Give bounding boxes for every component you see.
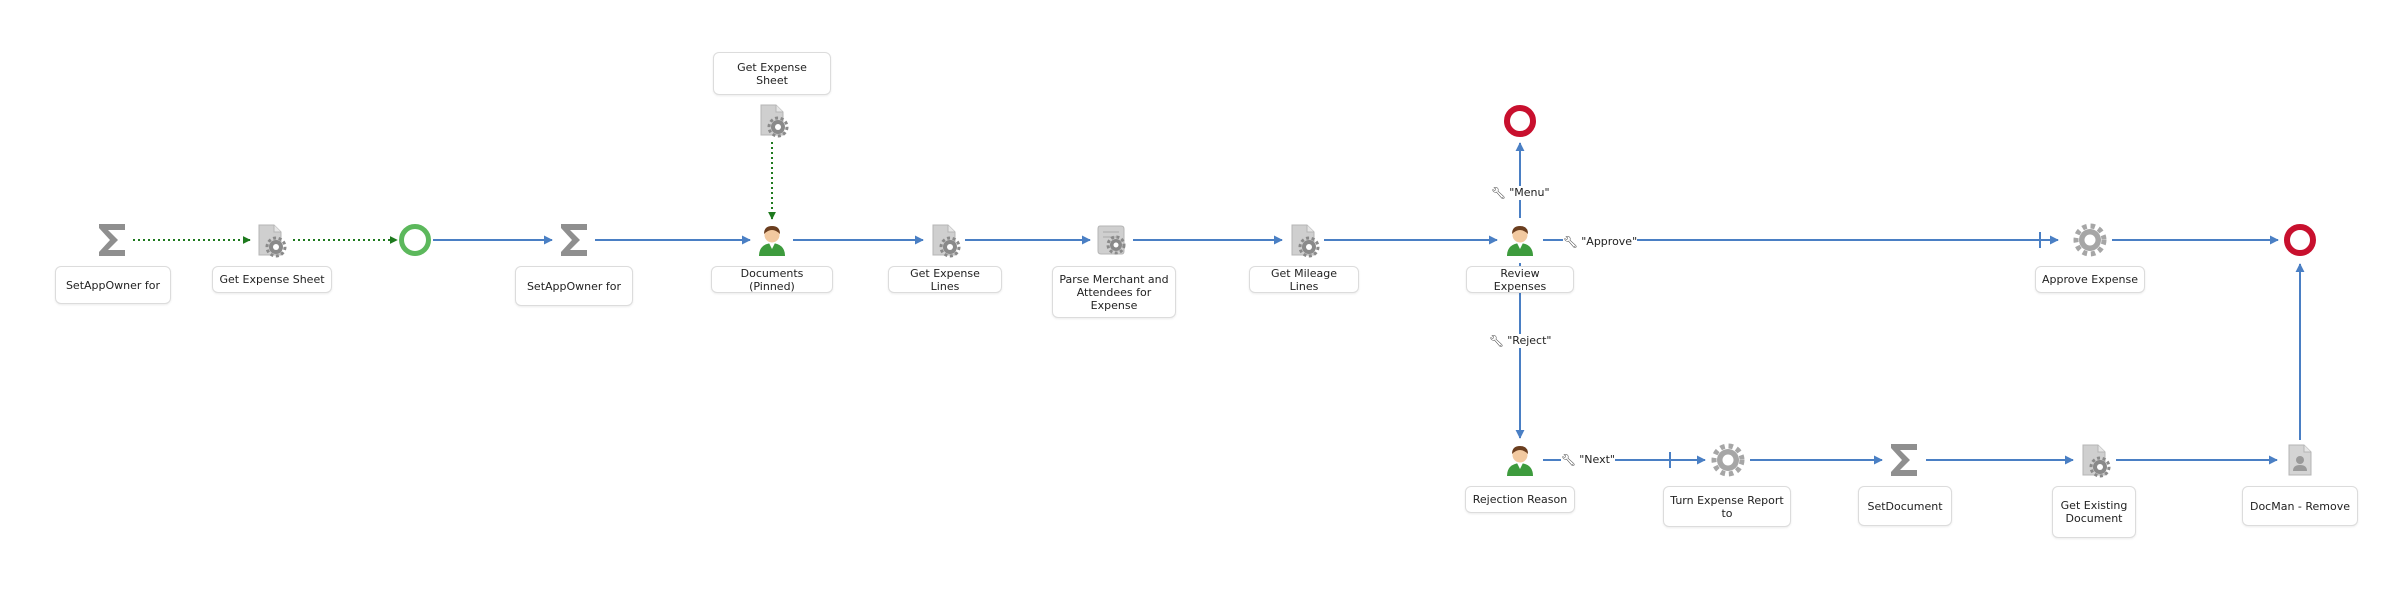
edge-label-menu[interactable]: 🔧︎ "Menu" [1491,186,1550,200]
node-label-get-existing-document[interactable]: Get Existing Document [2052,486,2136,538]
node-label-turn-expense-report[interactable]: Turn Expense Report to [1663,486,1791,527]
edge-label-reject[interactable]: 🔧︎ "Reject" [1489,334,1552,348]
edge-label-approve[interactable]: 🔧︎ "Approve" [1563,235,1638,249]
document-gear-icon[interactable] [258,224,287,258]
document-gear-icon[interactable] [932,224,961,258]
node-label-get-expense-sheet[interactable]: Get Expense Sheet [212,266,332,293]
node-label-documents-pinned[interactable]: Documents (Pinned) [711,266,833,293]
edge-label-approve-text: "Approve" [1581,235,1638,248]
document-gear-icon[interactable] [2082,444,2111,478]
node-label-setdocument[interactable]: SetDocument [1858,486,1952,526]
sigma-icon[interactable] [561,224,587,256]
wrench-icon: 🔧︎ [1491,186,1507,200]
edge-label-next[interactable]: 🔧︎ "Next" [1561,453,1615,467]
script-gear-icon[interactable] [1097,225,1126,255]
node-label-get-expense-sheet-top[interactable]: Get Expense Sheet [713,52,831,95]
node-label-rejection-reason[interactable]: Rejection Reason [1465,486,1575,513]
edge-label-menu-text: "Menu" [1509,186,1550,199]
end-event-icon[interactable] [2284,224,2316,256]
node-label-parse-merchant[interactable]: Parse Merchant and Attendees for Expense [1052,266,1176,318]
edge-label-next-text: "Next" [1579,453,1615,466]
node-label-setappowner-2[interactable]: SetAppOwner for [515,266,633,306]
edge-label-reject-text: "Reject" [1507,334,1552,347]
sigma-icon[interactable] [99,224,125,256]
wrench-icon: 🔧︎ [1489,334,1505,348]
wrench-icon: 🔧︎ [1561,453,1577,467]
document-user-icon[interactable] [2288,444,2312,476]
node-label-get-mileage-lines[interactable]: Get Mileage Lines [1249,266,1359,293]
gear-icon[interactable] [2073,223,2107,257]
document-gear-icon[interactable] [1291,224,1320,258]
start-event-icon[interactable] [399,224,431,256]
user-task-icon[interactable] [759,226,785,256]
edges [133,142,2305,468]
node-label-get-expense-lines[interactable]: Get Expense Lines [888,266,1002,293]
gear-icon[interactable] [1711,443,1745,477]
end-event-icon[interactable] [1504,105,1536,137]
node-label-setappowner-1[interactable]: SetAppOwner for [55,266,171,304]
wrench-icon: 🔧︎ [1563,235,1579,249]
node-label-docman-remove[interactable]: DocMan - Remove [2242,486,2358,526]
sigma-icon[interactable] [1891,444,1917,476]
user-task-icon[interactable] [1507,446,1533,476]
node-label-review-expenses[interactable]: Review Expenses [1466,266,1574,293]
node-label-approve-expense[interactable]: Approve Expense [2035,266,2145,293]
document-gear-icon[interactable] [760,104,789,138]
user-task-icon[interactable] [1507,226,1533,256]
